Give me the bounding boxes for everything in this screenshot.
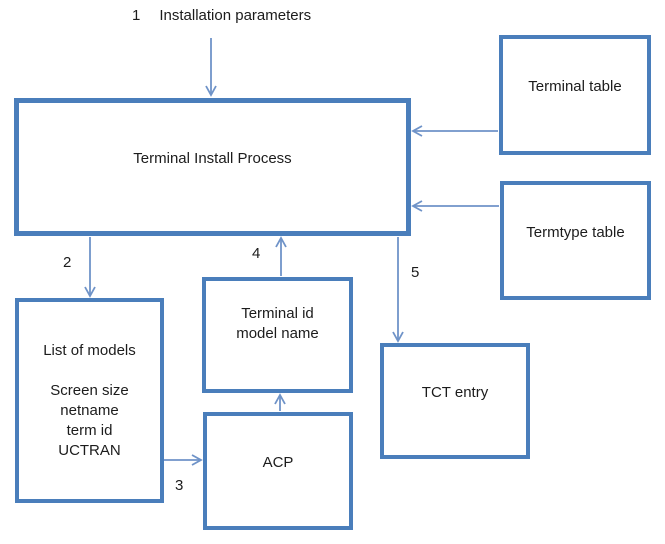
step2-label: 2 <box>63 254 72 271</box>
node-label: Termtype table <box>526 223 625 241</box>
step4-label: 4 <box>252 245 261 262</box>
node-label: Terminal table <box>528 78 622 95</box>
step1-caption: 1 Installation parameters <box>132 7 311 24</box>
step3-label: 3 <box>175 477 184 494</box>
node-label: List of models Screen size netname term … <box>43 341 136 461</box>
step5-label: 5 <box>411 264 420 281</box>
node-tct-entry: TCT entry <box>380 343 530 459</box>
node-terminal-install-process: Terminal Install Process <box>14 98 411 236</box>
list-line: Screen size <box>50 381 129 399</box>
list-line: netname <box>60 401 119 419</box>
node-terminal-id-model-name: Terminal id model name <box>202 277 353 393</box>
node-label: ACP <box>262 454 294 471</box>
node-terminal-table: Terminal table <box>499 35 651 155</box>
node-list-of-models: List of models Screen size netname term … <box>15 298 164 503</box>
node-label: TCT entry <box>421 384 489 401</box>
list-line: term id <box>66 421 113 439</box>
node-termtype-table: Termtype table <box>500 181 651 300</box>
list-line: UCTRAN <box>58 441 121 459</box>
node-label: Terminal id model name <box>236 305 319 342</box>
list-line: List of models <box>43 341 136 359</box>
list-line <box>43 361 136 381</box>
node-acp: ACP <box>203 412 353 530</box>
step1-text: Installation parameters <box>159 7 312 24</box>
step1-number: 1 <box>132 7 141 24</box>
node-label: Terminal Install Process <box>133 150 292 167</box>
